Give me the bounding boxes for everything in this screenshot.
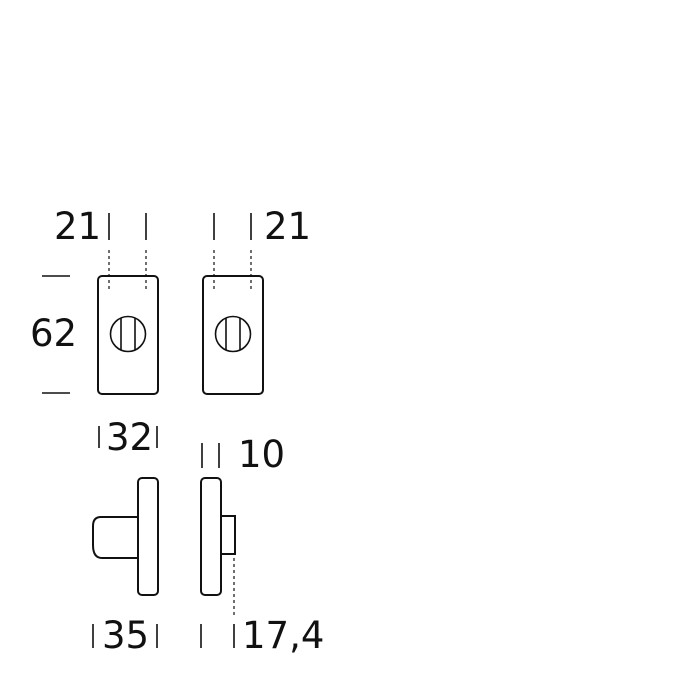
dimension-knob-projection: 35 (102, 614, 150, 657)
thickness-dimension-ticks (201, 443, 220, 468)
dimension-indicator-projection: 17,4 (242, 614, 325, 657)
width-dimension-ticks (98, 426, 158, 448)
dimension-thickness: 10 (238, 433, 286, 476)
dimension-width: 32 (106, 416, 154, 459)
dimension-height: 62 (30, 312, 78, 355)
projection-dimension-ticks (92, 624, 235, 648)
front-view-left-rose (97, 213, 159, 395)
height-dimension-ticks (42, 275, 70, 394)
side-view-knob (92, 477, 159, 596)
dimension-top-left: 21 (54, 205, 102, 248)
side-view-indicator (200, 477, 236, 618)
front-view-right-rose (202, 213, 264, 395)
dimension-top-right: 21 (264, 205, 312, 248)
